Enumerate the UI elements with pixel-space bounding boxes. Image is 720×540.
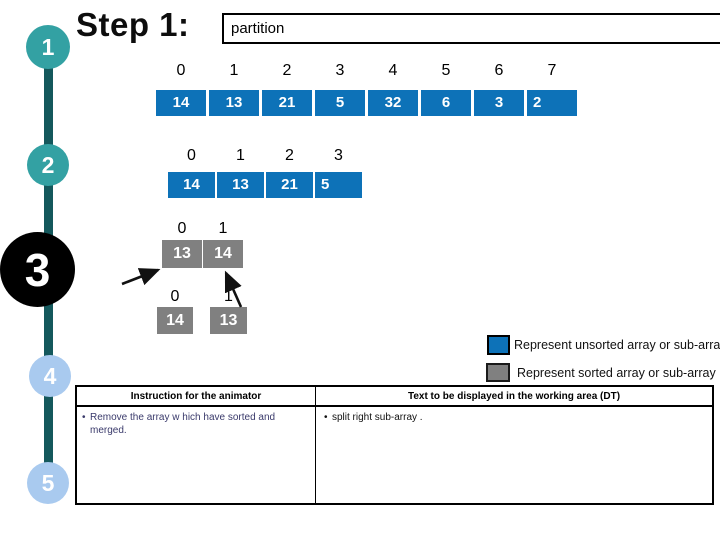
display-text-cell: • split right sub-array . <box>316 407 712 503</box>
array-full-index-row: 0 1 2 3 4 5 6 7 <box>156 62 577 80</box>
instruction-cell: • Remove the array w hich have sorted an… <box>77 407 316 503</box>
array-cell: 5 <box>315 90 365 116</box>
instruction-item: • Remove the array w hich have sorted an… <box>77 407 315 437</box>
merge-arrows-icon <box>121 268 243 308</box>
array-merged-sorted: 13 14 <box>162 240 243 268</box>
split-cell-0: 14 <box>157 307 193 334</box>
page-title: Step 1: <box>76 6 190 43</box>
animator-table-header: Instruction for the animator Text to be … <box>77 387 712 407</box>
array-cell: 21 <box>266 172 313 198</box>
array-cell: 32 <box>368 90 418 116</box>
index-label: 3 <box>334 147 343 164</box>
index-label: 1 <box>229 62 239 79</box>
index-label: 1 <box>224 288 233 305</box>
index-label: 7 <box>547 62 557 79</box>
display-text: split right sub-array . <box>332 412 423 423</box>
index-label: 3 <box>335 62 345 79</box>
legend-sorted-label: Represent sorted array or sub-array <box>517 365 716 380</box>
split-cell-0-index: 0 <box>157 288 193 306</box>
bullet-icon: • <box>82 412 86 423</box>
array-left-index-row: 0 1 2 3 <box>168 147 362 165</box>
array-cell: 14 <box>168 172 215 198</box>
array-cell: 5 <box>315 172 362 198</box>
array-full-unsorted: 14 13 21 5 32 6 3 2 <box>156 90 577 116</box>
timeline-step-3-current: 3 <box>0 232 75 307</box>
array-cell: 13 <box>217 172 264 198</box>
sorted-swatch-icon <box>486 363 510 382</box>
array-cell: 3 <box>474 90 524 116</box>
index-label: 2 <box>282 62 292 79</box>
timeline-step-2-label: 2 <box>41 151 55 178</box>
array-cell: 14 <box>156 90 206 116</box>
display-text-item: • split right sub-array . <box>316 407 712 424</box>
index-label: 5 <box>441 62 451 79</box>
legend-sorted: Represent sorted array or sub-array <box>486 363 716 382</box>
header-instruction: Instruction for the animator <box>77 387 316 405</box>
array-merged-index-row: 0 1 <box>162 220 243 238</box>
instruction-text: Remove the array w hich have sorted and … <box>90 412 276 436</box>
array-cell: 13 <box>209 90 259 116</box>
array-cell: 6 <box>421 90 471 116</box>
timeline-step-1-label: 1 <box>41 33 55 60</box>
partition-textbox-label: partition <box>231 20 285 37</box>
index-label: 2 <box>285 147 294 164</box>
index-label: 6 <box>494 62 504 79</box>
index-label: 4 <box>388 62 398 79</box>
timeline-step-3-label: 3 <box>24 243 51 296</box>
animator-table-body: • Remove the array w hich have sorted an… <box>77 407 712 503</box>
unsorted-swatch-icon <box>487 335 510 355</box>
merge-arrow-left-icon <box>121 268 161 286</box>
bullet-icon: • <box>324 412 328 423</box>
split-cell-1: 13 <box>210 307 247 334</box>
array-cell: 14 <box>157 307 193 334</box>
index-label: 1 <box>218 220 228 237</box>
index-label: 0 <box>170 288 180 305</box>
split-cell-1-index: 1 <box>210 288 247 306</box>
array-cell: 21 <box>262 90 312 116</box>
legend-unsorted: Represent unsorted array or sub-array <box>487 335 720 355</box>
timeline-step-4: 4 <box>29 355 71 397</box>
array-left-unsorted: 14 13 21 5 <box>168 172 362 198</box>
index-label: 1 <box>236 147 245 164</box>
array-cell: 2 <box>527 90 577 116</box>
timeline-step-5: 5 <box>27 462 69 504</box>
timeline-step-5-label: 5 <box>41 469 55 496</box>
array-cell: 13 <box>162 240 202 268</box>
header-display-text: Text to be displayed in the working area… <box>407 390 621 402</box>
animator-table: Instruction for the animator Text to be … <box>75 385 714 505</box>
array-cell: 13 <box>210 307 247 334</box>
legend-unsorted-label: Represent unsorted array or sub-array <box>514 338 720 352</box>
index-label: 0 <box>187 147 196 164</box>
partition-textbox: partition <box>222 13 720 44</box>
merge-arrow-right-icon <box>224 270 243 308</box>
timeline-step-4-label: 4 <box>43 362 57 389</box>
timeline-step-2: 2 <box>27 144 69 186</box>
index-label: 0 <box>177 220 187 237</box>
array-cell: 14 <box>203 240 243 268</box>
index-label: 0 <box>176 62 186 79</box>
timeline-step-1: 1 <box>26 25 70 69</box>
